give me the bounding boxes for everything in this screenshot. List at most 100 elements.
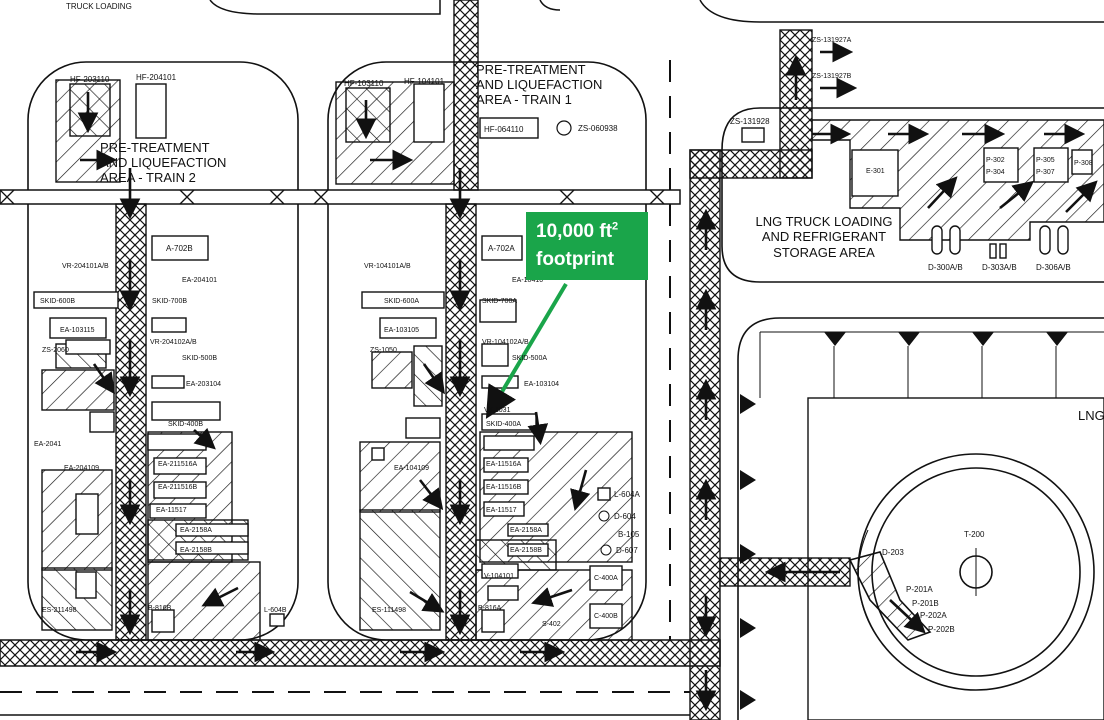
svg-text:P-308: P-308	[1074, 160, 1093, 167]
svg-text:D-607: D-607	[616, 546, 638, 555]
lng-area-title: LNG	[1078, 408, 1104, 423]
svg-text:D-300A/B: D-300A/B	[928, 263, 963, 272]
callout-line-1: 10,000 ft2	[536, 218, 648, 246]
svg-text:AND LIQUEFACTION: AND LIQUEFACTION	[100, 155, 226, 170]
svg-text:D-306A/B: D-306A/B	[1036, 263, 1071, 272]
svg-text:L-604A: L-604A	[614, 490, 640, 499]
train2-labels: HF-203110 HF-204101 A-702B VR-204101A/B …	[34, 73, 287, 614]
train1-title: PRE-TREATMENT AND LIQUEFACTION AREA - TR…	[476, 62, 602, 107]
svg-text:HF-104101: HF-104101	[404, 77, 445, 86]
svg-text:ZS-1050: ZS-1050	[370, 347, 397, 354]
lng-storage-tank	[848, 453, 1095, 691]
svg-text:EA-10410: EA-10410	[512, 277, 543, 284]
callout-value: 10,000 ft	[536, 221, 613, 242]
svg-text:SKID-500B: SKID-500B	[182, 355, 217, 362]
pipe-rack-horizontal-top	[0, 189, 681, 205]
lng-truck-area-outline	[721, 107, 1104, 283]
svg-text:VT-1031: VT-1031	[484, 407, 511, 414]
svg-text:SKID-400B: SKID-400B	[168, 421, 203, 428]
svg-text:VR-204101A/B: VR-204101A/B	[62, 263, 109, 270]
lng-area-markers	[740, 332, 1068, 710]
svg-text:AND LIQUEFACTION: AND LIQUEFACTION	[476, 77, 602, 92]
svg-text:C-400B: C-400B	[594, 613, 618, 620]
svg-text:HF-103110: HF-103110	[344, 79, 384, 88]
svg-text:EA-103104: EA-103104	[524, 381, 559, 388]
svg-text:HF-064110: HF-064110	[484, 125, 524, 134]
svg-text:SKID-700B: SKID-700B	[152, 298, 187, 305]
svg-text:EA-211516A: EA-211516A	[158, 461, 198, 468]
svg-text:SKID-600B: SKID-600B	[40, 298, 75, 305]
svg-text:P-202B: P-202B	[928, 625, 955, 634]
svg-text:EA-11516A: EA-11516A	[486, 461, 522, 468]
svg-text:C-400A: C-400A	[594, 575, 618, 582]
svg-text:ZS-131927A: ZS-131927A	[812, 37, 852, 44]
svg-text:EA-2158B: EA-2158B	[510, 547, 542, 554]
svg-text:EA-2158A: EA-2158A	[180, 527, 212, 534]
svg-text:P-201A: P-201A	[906, 585, 933, 594]
road-lines	[0, 60, 690, 693]
svg-text:ZS-2060: ZS-2060	[42, 347, 69, 354]
lng-truck-title: LNG TRUCK LOADING AND REFRIGERANT STORAG…	[755, 214, 892, 260]
svg-text:SKID-400A: SKID-400A	[486, 421, 521, 428]
svg-text:VR-104101A/B: VR-104101A/B	[364, 263, 411, 270]
svg-text:PRE-TREATMENT: PRE-TREATMENT	[476, 62, 586, 77]
pipe-rack-vertical-1	[453, 0, 479, 191]
pipe-rack-connector	[689, 149, 813, 179]
svg-text:B-816B: B-816B	[148, 605, 172, 612]
callout-leader-line	[485, 282, 568, 419]
svg-text:P-302: P-302	[986, 157, 1005, 164]
svg-text:EA-2041: EA-2041	[34, 441, 61, 448]
svg-text:AND REFRIGERANT: AND REFRIGERANT	[762, 229, 886, 244]
right-area-labels: ZS-131928 ZS-131927A ZS-131927B E-301 P-…	[730, 37, 1093, 634]
svg-text:P-201B: P-201B	[912, 599, 939, 608]
svg-text:A-702B: A-702B	[166, 244, 193, 253]
svg-text:EA-103105: EA-103105	[384, 327, 419, 334]
svg-text:SKID-500A: SKID-500A	[512, 355, 547, 362]
svg-text:EA-11516B: EA-11516B	[486, 484, 522, 491]
svg-text:EA-204109: EA-204109	[64, 465, 99, 472]
svg-text:EA-103115: EA-103115	[60, 327, 95, 334]
svg-text:EA-204101: EA-204101	[182, 277, 217, 284]
svg-text:ES-111498: ES-111498	[372, 607, 406, 614]
pipe-rack-bottom	[0, 639, 721, 667]
svg-text:EA-11517: EA-11517	[486, 507, 517, 514]
svg-text:D-604: D-604	[614, 512, 636, 521]
svg-text:ZS-131927B: ZS-131927B	[812, 73, 852, 80]
svg-text:AREA - TRAIN 2: AREA - TRAIN 2	[100, 170, 196, 185]
footprint-callout: 10,000 ft2 footprint	[526, 212, 648, 280]
svg-text:D-303A/B: D-303A/B	[982, 263, 1017, 272]
train2-title: PRE-TREATMENT AND LIQUEFACTION AREA - TR…	[100, 140, 226, 185]
callout-line-2: footprint	[536, 249, 615, 270]
svg-text:SKID-700A: SKID-700A	[482, 298, 517, 305]
svg-text:P-304: P-304	[986, 169, 1005, 176]
svg-text:VR-104102A/B: VR-104102A/B	[482, 339, 529, 346]
svg-text:VR-204102A/B: VR-204102A/B	[150, 339, 197, 346]
svg-text:P-202A: P-202A	[920, 611, 947, 620]
lng-area-gridlines	[759, 331, 1104, 398]
svg-text:D-203: D-203	[882, 548, 904, 557]
svg-text:EA-2158B: EA-2158B	[180, 547, 212, 554]
svg-text:STORAGE AREA: STORAGE AREA	[773, 245, 875, 260]
svg-text:PRE-TREATMENT: PRE-TREATMENT	[100, 140, 210, 155]
svg-text:L-604B: L-604B	[264, 607, 287, 614]
top-outlines	[209, 0, 1104, 23]
svg-text:B-105: B-105	[618, 530, 640, 539]
svg-text:EA-203104: EA-203104	[186, 381, 221, 388]
svg-text:EA-11517: EA-11517	[156, 507, 187, 514]
svg-text:HF-203110: HF-203110	[70, 75, 110, 84]
svg-text:P-305: P-305	[1036, 157, 1055, 164]
svg-text:B-816A: B-816A	[478, 605, 502, 612]
svg-text:EA-104109: EA-104109	[394, 465, 429, 472]
lng-storage-area-outline	[737, 317, 1104, 720]
svg-text:S-402: S-402	[542, 621, 561, 628]
svg-text:AREA - TRAIN 1: AREA - TRAIN 1	[476, 92, 572, 107]
svg-text:HF-204101: HF-204101	[136, 73, 177, 82]
svg-text:ZS-060938: ZS-060938	[578, 124, 618, 133]
svg-text:ZS-131928: ZS-131928	[730, 117, 770, 126]
svg-text:P-307: P-307	[1036, 169, 1055, 176]
train1-equipment	[335, 81, 633, 641]
callout-superscript: 2	[612, 220, 619, 233]
svg-text:ES-211498: ES-211498	[42, 607, 77, 614]
train1-labels: HF-103110 HF-104101 HF-064110 ZS-060938 …	[344, 77, 640, 628]
